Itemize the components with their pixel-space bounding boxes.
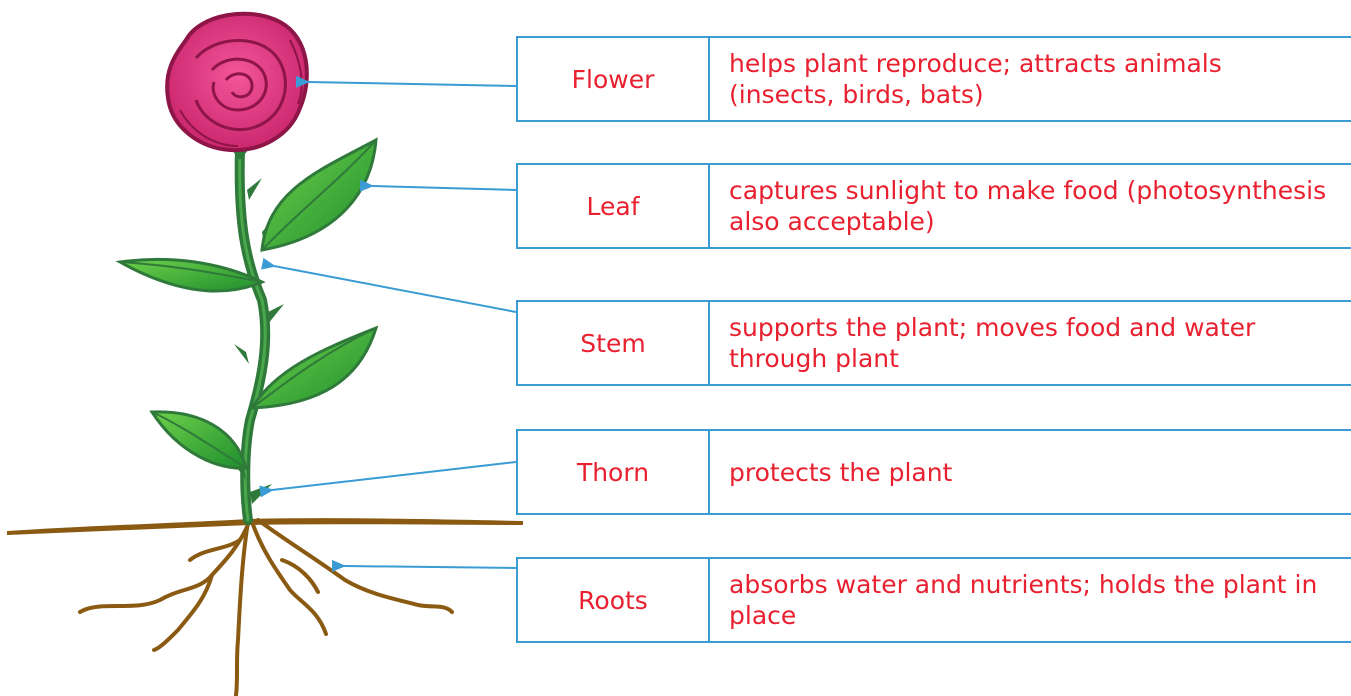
part-desc-roots: absorbs water and nutrients; holds the p… (729, 569, 1329, 631)
arrow-flower (308, 82, 516, 86)
part-desc-leaf-cell: captures sunlight to make food (photosyn… (710, 165, 1351, 247)
arrow-thorn (272, 462, 516, 490)
part-desc-roots-cell: absorbs water and nutrients; holds the p… (710, 559, 1351, 641)
arrows (272, 82, 516, 568)
part-name-leaf: Leaf (518, 165, 710, 247)
roots (80, 520, 452, 695)
label-box-stem: Stem supports the plant; moves food and … (516, 300, 1351, 386)
part-desc-leaf: captures sunlight to make food (photosyn… (729, 175, 1329, 237)
part-name-flower: Flower (518, 38, 710, 120)
label-box-thorn: Thorn protects the plant (516, 429, 1351, 515)
part-desc-thorn: protects the plant (729, 457, 1329, 488)
label-box-roots: Roots absorbs water and nutrients; holds… (516, 557, 1351, 643)
arrow-leaf (372, 186, 516, 190)
part-name-thorn: Thorn (518, 431, 710, 513)
label-box-flower: Flower helps plant reproduce; attracts a… (516, 36, 1351, 122)
rose-flower (167, 14, 307, 150)
part-name-roots: Roots (518, 559, 710, 641)
part-desc-flower: helps plant reproduce; attracts animals … (729, 48, 1329, 110)
part-desc-stem-cell: supports the plant; moves food and water… (710, 302, 1351, 384)
label-box-leaf: Leaf captures sunlight to make food (pho… (516, 163, 1351, 249)
arrow-roots (344, 566, 516, 568)
part-desc-flower-cell: helps plant reproduce; attracts animals … (710, 38, 1351, 120)
arrow-stem (274, 266, 516, 312)
part-desc-stem: supports the plant; moves food and water… (729, 312, 1329, 374)
part-name-stem: Stem (518, 302, 710, 384)
part-desc-thorn-cell: protects the plant (710, 431, 1351, 513)
